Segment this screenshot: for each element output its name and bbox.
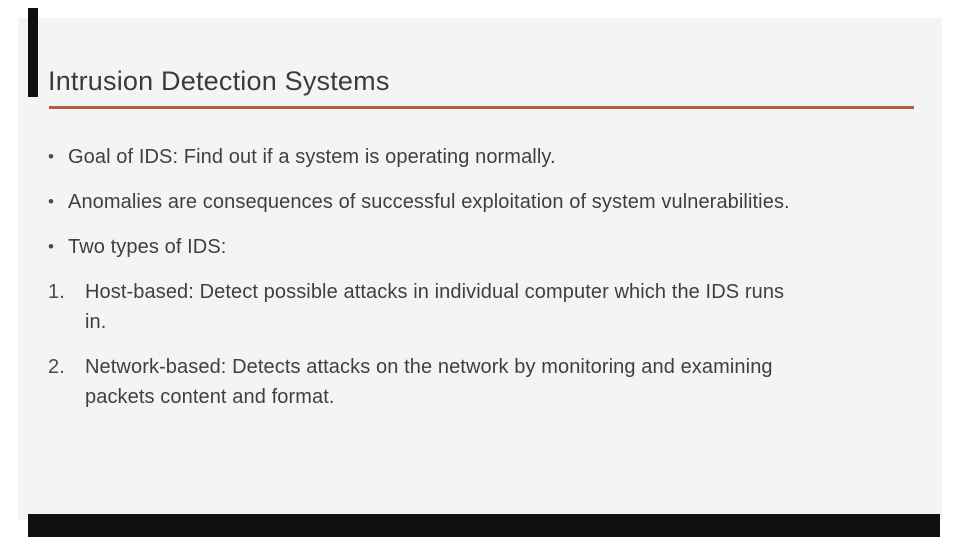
slide-body: • Goal of IDS: Find out if a system is o… (48, 142, 914, 412)
bullet-item: • Two types of IDS: (48, 232, 914, 262)
numbered-item-line: Network-based: Detects attacks on the ne… (85, 356, 773, 378)
numbered-item-text: Network-based: Detects attacks on the ne… (85, 352, 914, 412)
numbered-item: 2. Network-based: Detects attacks on the… (48, 352, 914, 412)
item-number: 2. (48, 356, 65, 378)
numbered-item: 1. Host-based: Detect possible attacks i… (48, 277, 914, 337)
slide-area: Intrusion Detection Systems • Goal of ID… (18, 18, 942, 520)
bullet-text: Goal of IDS: Find out if a system is ope… (68, 146, 556, 168)
slide-content: Intrusion Detection Systems • Goal of ID… (48, 18, 914, 427)
black-edge-mark-left (28, 8, 38, 97)
bullet-text: Anomalies are consequences of successful… (68, 191, 790, 213)
bullet-item: • Goal of IDS: Find out if a system is o… (48, 142, 914, 172)
title-underline (48, 106, 914, 109)
bullet-item: • Anomalies are consequences of successf… (48, 187, 914, 217)
bullet-dot-icon: • (48, 237, 55, 256)
numbered-item-text: Host-based: Detect possible attacks in i… (85, 277, 914, 337)
numbered-item-line: packets content and format. (85, 386, 335, 408)
bullet-dot-icon: • (48, 192, 55, 211)
bullet-text: Two types of IDS: (68, 236, 227, 258)
bullet-dot-icon: • (48, 147, 55, 166)
numbered-item-line: in. (85, 311, 107, 333)
item-number: 1. (48, 281, 65, 303)
slide-title: Intrusion Detection Systems (48, 66, 390, 96)
numbered-item-line: Host-based: Detect possible attacks in i… (85, 281, 785, 303)
black-edge-bar-bottom (28, 514, 940, 537)
